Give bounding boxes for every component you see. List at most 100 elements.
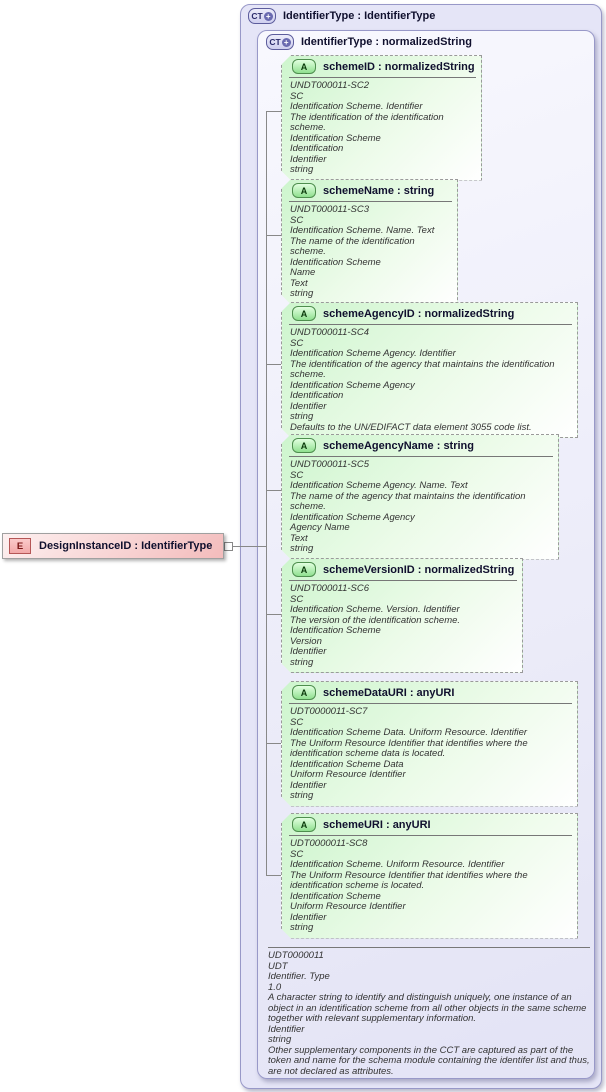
- separator: [289, 580, 517, 581]
- annotation-line: Identification Scheme. Uniform Resource.…: [290, 859, 505, 870]
- attribute-header: A schemeAgencyName : string: [288, 437, 554, 454]
- annotation-line: The name of the agency that maintains th…: [290, 490, 526, 512]
- annotation-line: Text: [290, 532, 308, 544]
- attribute-header: A schemeName : string: [288, 182, 453, 199]
- annotation-line: Agency Name: [290, 522, 350, 533]
- attribute-icon: A: [292, 685, 316, 700]
- connector-stub: [266, 743, 281, 744]
- annotation-line: string: [290, 288, 314, 299]
- connector-stub: [266, 364, 281, 365]
- attribute-box-schemeversionid[interactable]: A schemeVersionID : normalizedString UND…: [281, 558, 523, 673]
- element-connector-square: [224, 542, 233, 551]
- annotation-line: Identification Scheme: [290, 256, 381, 268]
- complex-type-icon: CT+: [266, 34, 294, 50]
- attribute-title: schemeName : string: [323, 184, 435, 197]
- attribute-title: schemeID : normalizedString: [323, 60, 475, 73]
- annotation-line: UNDT000011-SC6: [290, 583, 370, 594]
- outer-container-title: IdentifierType : IdentifierType: [283, 10, 436, 22]
- annotation-line: UDT0000011-SC8: [290, 838, 368, 849]
- element-designinstanceid[interactable]: E DesignInstanceID : IdentifierType: [2, 533, 224, 559]
- attribute-header: A schemeAgencyID : normalizedString: [288, 305, 573, 322]
- separator: [289, 456, 553, 457]
- inner-container-header[interactable]: CT+ IdentifierType : normalizedString: [266, 34, 472, 50]
- annotation-line: The identification of the agency that ma…: [290, 358, 555, 380]
- documentation-separator: [268, 947, 590, 948]
- attribute-title: schemeDataURI : anyURI: [323, 686, 455, 699]
- annotation-line: Identification Scheme Agency. Name. Text: [290, 480, 468, 491]
- annotation-line: SC: [290, 469, 304, 481]
- attribute-title: schemeAgencyName : string: [323, 439, 474, 452]
- annotation-line: Identification Scheme. Identifier: [290, 101, 423, 112]
- attribute-box-schemeid[interactable]: A schemeID : normalizedString UNDT000011…: [281, 55, 482, 181]
- attribute-box-schemeagencyname[interactable]: A schemeAgencyName : string UNDT000011-S…: [281, 434, 559, 560]
- element-connector-line: [224, 546, 266, 547]
- annotation-line: Version: [290, 635, 322, 647]
- annotation-line: The name of the identification scheme.: [290, 235, 415, 257]
- annotation-line: Identification Scheme Agency. Identifier: [290, 348, 456, 359]
- annotation-line: Identifier: [290, 911, 327, 923]
- annotation-line: SC: [290, 214, 304, 226]
- annotation-line: The identification of the identification…: [290, 111, 444, 133]
- annotation-line: string: [290, 790, 314, 801]
- attribute-title: schemeAgencyID : normalizedString: [323, 307, 515, 320]
- annotation-line: UNDT000011-SC5: [290, 459, 370, 470]
- attribute-icon: A: [292, 562, 316, 577]
- attribute-header: A schemeDataURI : anyURI: [288, 684, 573, 701]
- attribute-box-schemeagencyid[interactable]: A schemeAgencyID : normalizedString UNDT…: [281, 302, 578, 438]
- annotation-line: Identification Scheme: [290, 890, 381, 902]
- annotation-line: SC: [290, 716, 304, 728]
- annotation-line: string: [290, 543, 314, 554]
- annotation-line: The version of the identification scheme…: [290, 614, 461, 626]
- attribute-icon: A: [292, 438, 316, 453]
- annotation-line: Identification Scheme Agency: [290, 511, 415, 523]
- annotation-line: SC: [290, 593, 304, 605]
- annotation-line: string: [290, 411, 314, 422]
- outer-container-header[interactable]: CT+ IdentifierType : IdentifierType: [248, 8, 435, 24]
- complex-type-icon: CT+: [248, 8, 276, 24]
- annotation-line: UNDT000011-SC2: [290, 80, 370, 91]
- attribute-header: A schemeVersionID : normalizedString: [288, 561, 518, 578]
- annotation-line: SC: [290, 848, 304, 860]
- annotation-line: Identifier: [290, 400, 327, 412]
- connector-stub: [266, 111, 281, 112]
- annotation-line: Identification Scheme. Version. Identifi…: [290, 604, 460, 615]
- inner-container-title: IdentifierType : normalizedString: [301, 36, 472, 48]
- separator: [289, 703, 572, 704]
- annotation-line: Identifier: [268, 1023, 305, 1035]
- annotation-line: The Uniform Resource Identifier that ide…: [290, 869, 528, 891]
- annotation-line: UNDT000011-SC4: [290, 327, 370, 338]
- attribute-icon: A: [292, 183, 316, 198]
- plus-icon: +: [281, 37, 291, 47]
- annotation-line: Text: [290, 277, 308, 289]
- annotation-line: The Uniform Resource Identifier that ide…: [290, 737, 528, 759]
- plus-icon: +: [263, 11, 273, 21]
- annotation-line: UDT0000011: [268, 950, 324, 961]
- connector-spine: [266, 111, 267, 876]
- annotation-line: Uniform Resource Identifier: [290, 769, 406, 780]
- attribute-title: schemeURI : anyURI: [323, 818, 431, 831]
- annotation-line: SC: [290, 90, 304, 102]
- element-label: DesignInstanceID : IdentifierType: [39, 540, 213, 552]
- annotation-line: Other supplementary components in the CC…: [268, 1044, 590, 1077]
- attribute-icon: A: [292, 59, 316, 74]
- annotation-line: Identifier: [290, 646, 327, 657]
- annotation-line: UDT0000011-SC7: [290, 706, 368, 717]
- annotation-line: string: [290, 656, 314, 668]
- attribute-icon: A: [292, 306, 316, 321]
- annotation-line: Identification Scheme Data: [290, 758, 404, 770]
- attribute-icon: A: [292, 817, 316, 832]
- attribute-header: A schemeURI : anyURI: [288, 816, 573, 833]
- connector-stub: [266, 614, 281, 615]
- attribute-title: schemeVersionID : normalizedString: [323, 563, 515, 576]
